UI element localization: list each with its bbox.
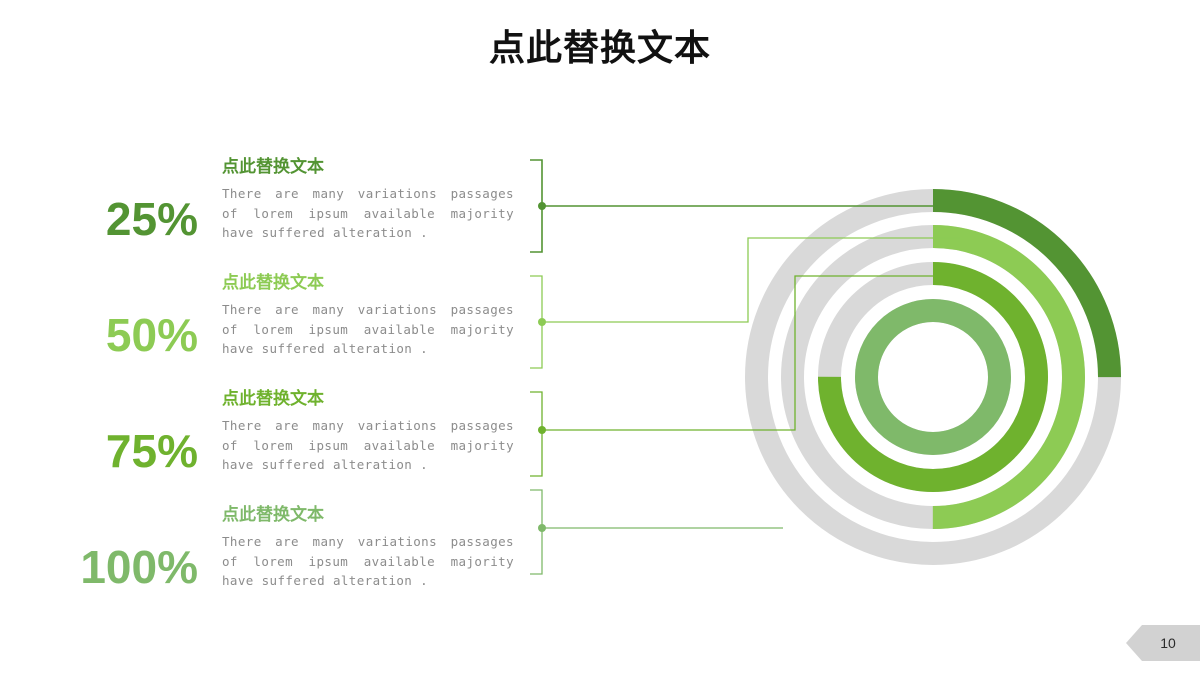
page-number-text: 10: [1160, 635, 1176, 651]
stat-body: 点此替换文本 There are many variations passage…: [222, 504, 522, 591]
connector-path: [530, 489, 543, 575]
stat-description: There are many variations passages of lo…: [222, 533, 514, 589]
connector-path: [530, 275, 543, 369]
connector-path: [530, 391, 543, 477]
stat-row[interactable]: 75% 点此替换文本 There are many variations pas…: [0, 388, 530, 500]
stat-heading: 点此替换文本: [222, 157, 324, 177]
connector-path: [530, 159, 543, 253]
stat-description: There are many variations passages of lo…: [222, 417, 514, 473]
stat-heading: 点此替换文本: [222, 505, 324, 525]
stat-description: There are many variations passages of lo…: [222, 301, 514, 357]
stat-row[interactable]: 25% 点此替换文本 There are many variations pas…: [0, 156, 530, 268]
connector-node-dot[interactable]: [538, 426, 546, 434]
stat-heading: 点此替换文本: [222, 389, 324, 409]
stat-heading: 点此替换文本: [222, 273, 324, 293]
stat-row[interactable]: 50% 点此替换文本 There are many variations pas…: [0, 272, 530, 384]
stat-percent: 50%: [105, 309, 198, 361]
connector-node-dot[interactable]: [538, 318, 546, 326]
page-title: 点此替换文本: [488, 28, 711, 69]
stat-description: There are many variations passages of lo…: [222, 185, 514, 241]
donut-ring-group: [745, 189, 1121, 565]
donut-ring-value[interactable]: [855, 299, 1011, 455]
page-number-badge: 10: [1126, 625, 1200, 661]
stat-row[interactable]: 100% 点此替换文本 There are many variations pa…: [0, 504, 530, 616]
stat-body: 点此替换文本 There are many variations passage…: [222, 156, 522, 243]
donut-chart: [745, 189, 1121, 565]
stat-body: 点此替换文本 There are many variations passage…: [222, 272, 522, 359]
connector-node-dot[interactable]: [538, 524, 546, 532]
donut-ring-value[interactable]: [781, 225, 1085, 529]
stat-percent: 100%: [80, 541, 198, 593]
stat-body: 点此替换文本 There are many variations passage…: [222, 388, 522, 475]
donut-ring-value[interactable]: [745, 189, 1121, 565]
connector-node-dot[interactable]: [538, 202, 546, 210]
stat-percent: 75%: [105, 425, 198, 477]
stat-percent: 25%: [105, 193, 198, 245]
